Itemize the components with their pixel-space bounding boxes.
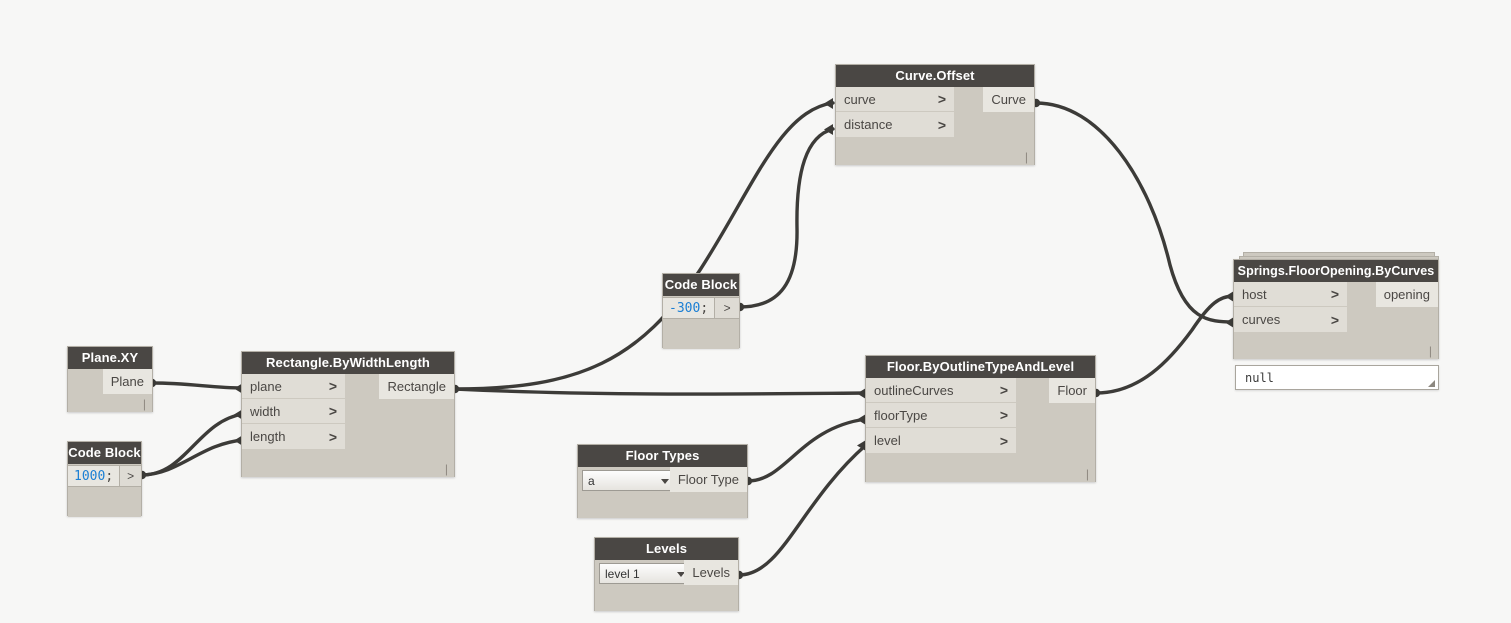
chevron-right-icon: > [999,432,1008,449]
output-label-curve: Curve [991,92,1026,107]
outputs-curve-offset: Curve [983,87,1034,112]
output-label-levels: Levels [692,565,730,580]
chevron-right-icon: > [999,382,1008,398]
code-block-text-neg300[interactable]: -300; [669,300,709,316]
input-label-width: width [250,403,281,419]
input-label-curve: curve [844,91,876,107]
dropdown-floor-types[interactable]: a [582,470,676,491]
output-label-rectangle: Rectangle [387,379,446,394]
lacing-indicator[interactable]: | [1024,150,1028,164]
output-port-code-block-neg300[interactable]: > [714,298,739,318]
input-label-plane: plane [250,378,282,394]
input-port-outlinecurves[interactable]: outlineCurves > [866,378,1016,403]
inputs-curve-offset: curve > distance > [836,87,954,137]
input-label-host: host [1242,286,1267,302]
output-label-floor-type: Floor Type [677,472,739,487]
inputs-floor-byoutline: outlineCurves > floorType > level > [866,378,1016,453]
output-port-levels[interactable]: Levels [684,560,738,585]
node-title-floor-byoutline: Floor.ByOutlineTypeAndLevel [866,356,1095,378]
output-port-floor-type[interactable]: Floor Type [669,467,747,492]
chevron-right-icon: > [328,403,337,419]
chevron-down-icon [677,571,685,577]
node-springs-flooropening-bycurves[interactable]: Springs.FloorOpening.ByCurves host > cur… [1233,259,1439,359]
chevron-right-icon: > [937,91,946,107]
input-port-length[interactable]: length > [242,424,345,449]
outputs-springs-flooropening: opening [1375,282,1438,307]
preview-watch-box[interactable]: null [1235,365,1439,390]
chevron-right-icon: > [328,428,337,445]
dropdown-value-levels: level 1 [605,566,640,581]
node-title-rectangle: Rectangle.ByWidthLength [242,352,454,374]
outputs-floor-types: Floor Type [669,467,747,492]
output-label-opening: opening [1383,287,1430,302]
output-port-floor[interactable]: Floor [1049,378,1095,403]
output-port-rectangle[interactable]: Rectangle [379,374,454,399]
preview-value: null [1245,370,1274,385]
lacing-indicator[interactable]: | [444,462,448,476]
node-code-block-neg300[interactable]: Code Block -300; > [662,273,740,349]
node-plane-xy[interactable]: Plane.XY Plane | [67,346,153,412]
input-label-floortype: floorType [874,407,928,423]
input-port-level[interactable]: level > [866,428,1016,453]
output-port-curve[interactable]: Curve [983,87,1034,112]
output-port-code-block-1000[interactable]: > [119,466,141,486]
input-port-floortype[interactable]: floorType > [866,403,1016,428]
code-block-text-1000[interactable]: 1000; [74,468,114,484]
output-port-opening[interactable]: opening [1375,282,1438,307]
inputs-springs-flooropening: host > curves > [1234,282,1347,332]
input-port-curve[interactable]: curve > [836,87,954,112]
dropdown-levels[interactable]: level 1 [599,563,692,584]
chevron-down-icon [661,478,669,484]
outputs-rectangle: Rectangle [379,374,454,399]
node-title-springs-flooropening: Springs.FloorOpening.ByCurves [1234,260,1438,282]
code-block-editor-1000[interactable]: 1000; > [67,465,142,487]
chevron-right-icon: > [328,378,337,394]
input-port-distance[interactable]: distance > [836,112,954,137]
outputs-levels: Levels [684,560,738,585]
input-label-length: length [250,429,286,444]
node-title-levels: Levels [595,538,738,560]
input-label-distance: distance [844,117,893,132]
input-port-plane[interactable]: plane > [242,374,345,399]
code-block-editor-neg300[interactable]: -300; > [662,297,740,319]
chevron-right-icon: > [937,116,946,133]
lacing-indicator[interactable]: | [1428,344,1432,358]
lacing-indicator[interactable]: | [1085,467,1089,481]
inputs-rectangle: plane > width > length > [242,374,345,449]
node-floor-types[interactable]: Floor Types a Floor Type [577,444,748,518]
node-curve-offset[interactable]: Curve.Offset curve > distance > Curve | [835,64,1035,165]
input-port-curves[interactable]: curves > [1234,307,1347,332]
output-port-plane[interactable]: Plane [102,369,152,394]
input-port-width[interactable]: width > [242,399,345,424]
input-label-level: level [874,433,901,448]
output-label-floor: Floor [1057,383,1087,398]
dropdown-value-floor-types: a [588,473,595,488]
node-title-code-block-neg300: Code Block [663,274,739,296]
chevron-right-icon: > [999,407,1008,423]
input-port-host[interactable]: host > [1234,282,1347,307]
output-label-plane: Plane [110,374,144,389]
chevron-right-icon: > [1330,311,1339,328]
outputs-floor-byoutline: Floor [1049,378,1095,403]
node-title-code-block-1000: Code Block [68,442,141,464]
node-code-block-1000[interactable]: Code Block 1000; > [67,441,142,517]
input-label-outlinecurves: outlineCurves [874,382,954,398]
node-levels[interactable]: Levels level 1 Levels [594,537,739,611]
node-title-plane-xy: Plane.XY [68,347,152,369]
node-rectangle-bywidthlength[interactable]: Rectangle.ByWidthLength plane > width > … [241,351,455,477]
lacing-indicator[interactable]: | [142,397,146,411]
node-title-floor-types: Floor Types [578,445,747,467]
outputs-plane-xy: Plane [102,369,152,394]
input-label-curves: curves [1242,312,1281,327]
node-title-curve-offset: Curve.Offset [836,65,1034,87]
resize-grip-icon[interactable] [1428,380,1435,387]
node-floor-byoutlinetypeandlevel[interactable]: Floor.ByOutlineTypeAndLevel outlineCurve… [865,355,1096,482]
chevron-right-icon: > [1330,286,1339,302]
